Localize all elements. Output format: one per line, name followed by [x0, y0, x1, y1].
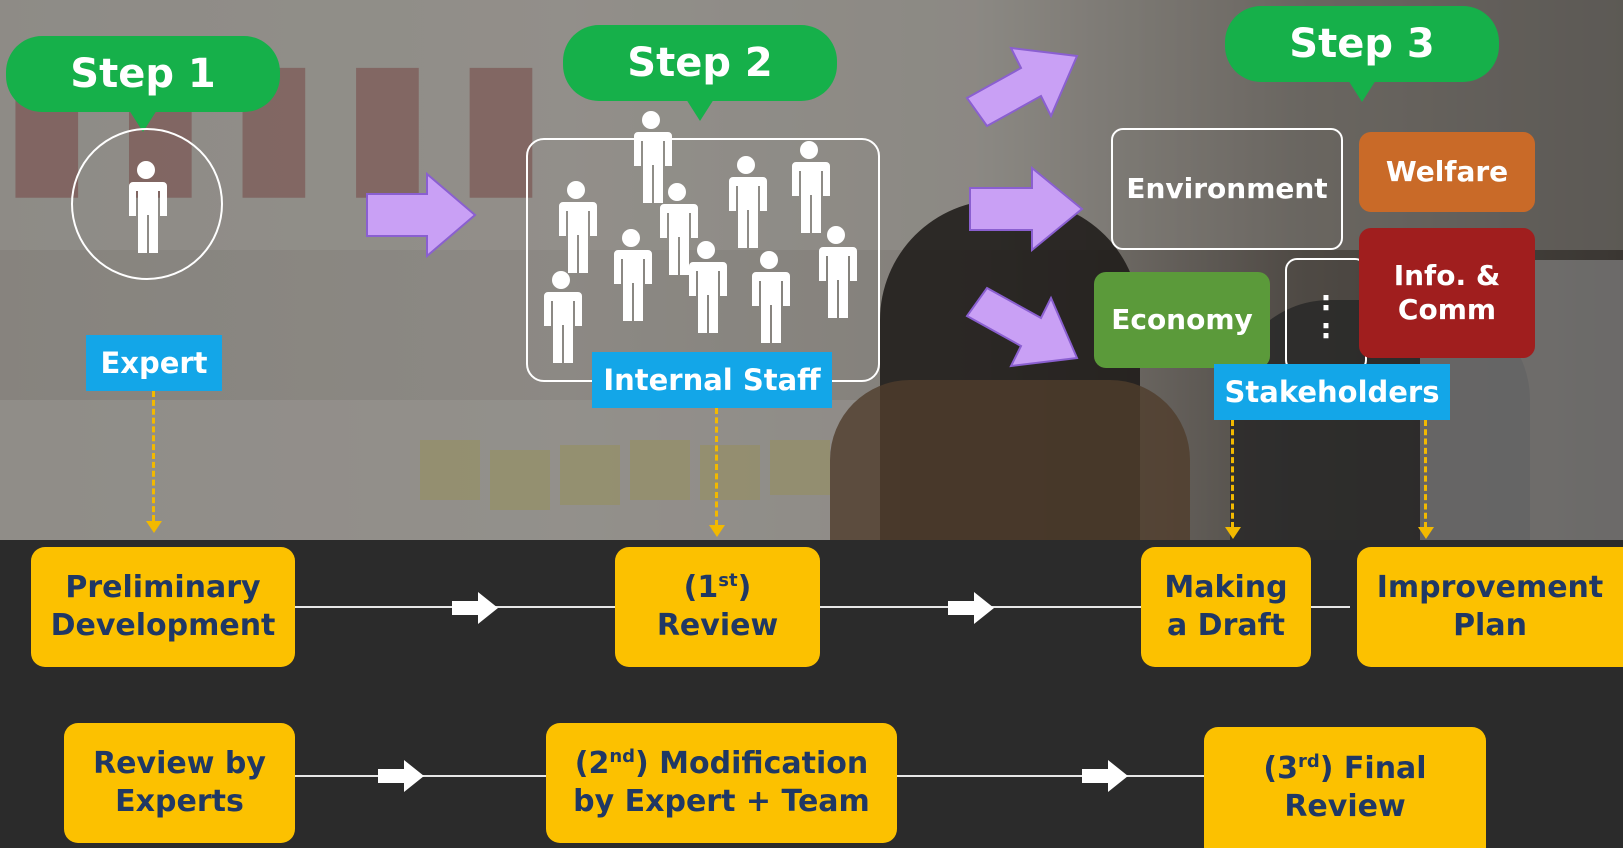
- arrow-right-icon: [366, 172, 477, 258]
- economy-box: Economy: [1094, 272, 1270, 368]
- step-2-label: Step 2: [627, 40, 773, 86]
- final-review-title: (3rd) Final: [1263, 750, 1427, 786]
- step-1-badge: Step 1: [6, 36, 280, 112]
- step-3-badge: Step 3: [1225, 6, 1499, 82]
- more-categories-box: : :: [1285, 258, 1367, 372]
- sticky-note: [770, 440, 830, 495]
- modification-title: (2nd) Modification: [574, 746, 869, 781]
- making-draft-box: Making a Draft: [1141, 547, 1311, 667]
- sticky-note: [700, 445, 760, 500]
- sticky-note: [630, 440, 690, 500]
- connector-arrowhead: [1225, 527, 1241, 539]
- arrow-right-icon: [1082, 760, 1128, 792]
- step-2-pointer: [686, 99, 714, 121]
- connector-expert: [152, 391, 155, 521]
- step-3-label: Step 3: [1289, 21, 1435, 67]
- sticky-note: [420, 440, 480, 500]
- improvement-plan-box: Improvement Plan: [1357, 547, 1623, 667]
- staff-people-icons: [544, 111, 857, 363]
- arrow-up-right-icon: [965, 46, 1079, 128]
- review-by-experts-box: Review by Experts: [64, 723, 295, 843]
- step-1-pointer: [129, 110, 157, 132]
- arrow-down-right-icon: [965, 286, 1079, 368]
- sticky-note: [490, 450, 550, 510]
- environment-box: Environment: [1111, 128, 1343, 250]
- arrow-right-icon: [452, 592, 498, 624]
- modification-box: (2nd) Modification by Expert + Team: [546, 723, 897, 843]
- connector-arrowhead: [146, 521, 162, 533]
- arrow-right-icon: [948, 592, 994, 624]
- sticky-note: [560, 445, 620, 505]
- connector-stakeholders-plan: [1424, 420, 1427, 528]
- preliminary-development-box: Preliminary Development: [31, 547, 295, 667]
- step-2-badge: Step 2: [563, 25, 837, 101]
- row-1-line: [290, 606, 1350, 608]
- stakeholders-label: Stakeholders: [1214, 364, 1450, 420]
- first-review-title: (1st): [683, 570, 752, 605]
- internal-staff-label: Internal Staff: [592, 352, 832, 408]
- person-shoulders: [830, 380, 1190, 540]
- step-1-label: Step 1: [70, 51, 216, 97]
- connector-arrowhead: [709, 525, 725, 537]
- first-review-box: (1st) Review: [615, 547, 820, 667]
- arrow-right-icon: [378, 760, 424, 792]
- connector-staff: [715, 408, 718, 526]
- expert-label: Expert: [86, 335, 222, 391]
- connector-arrowhead: [1418, 527, 1434, 539]
- info-comm-box: Info. & Comm: [1359, 228, 1535, 358]
- final-review-box: (3rd) Final Review: [1204, 727, 1486, 848]
- step-3-pointer: [1348, 80, 1376, 102]
- arrow-right-icon: [969, 166, 1084, 252]
- connector-stakeholders-draft: [1231, 420, 1234, 528]
- expert-circle: [71, 128, 223, 280]
- person-icon: [129, 161, 167, 253]
- welfare-box: Welfare: [1359, 132, 1535, 212]
